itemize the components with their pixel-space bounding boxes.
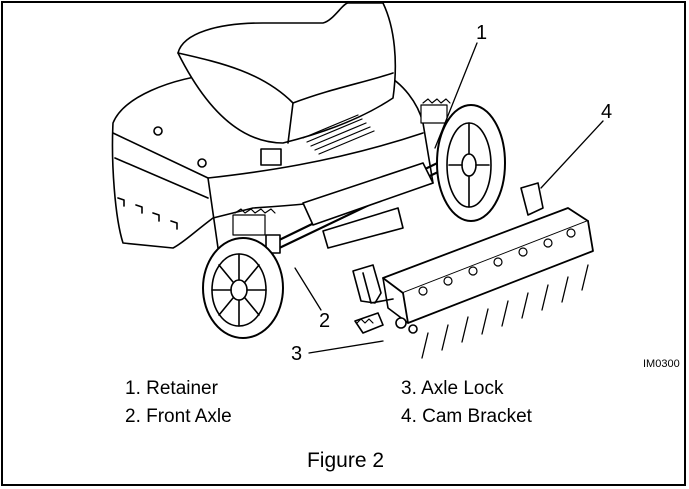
- callout-2: 2: [319, 310, 331, 332]
- callout-4: 4: [601, 101, 613, 123]
- mower-axle-illustration: [111, 3, 604, 359]
- callout-1: 1: [476, 22, 488, 44]
- axle-lock: [354, 312, 418, 334]
- legend-item-cam-bracket: 4. Cam Bracket: [401, 406, 532, 427]
- callout-3: 3: [291, 343, 303, 365]
- motor-cover: [177, 3, 397, 166]
- legend-item-retainer: 1. Retainer: [125, 378, 218, 399]
- height-adjuster: [232, 98, 451, 236]
- legend-item-axle-lock: 3. Axle Lock: [401, 378, 504, 399]
- left-wheel: [202, 237, 284, 339]
- cam-bracket: [352, 182, 544, 304]
- figure-caption: Figure 2: [306, 449, 385, 472]
- image-code: IM0300: [643, 358, 680, 370]
- tine-bar: [382, 207, 594, 359]
- right-wheel: [436, 104, 506, 222]
- legend-item-front-axle: 2. Front Axle: [125, 406, 232, 427]
- leader-lines: [294, 42, 604, 354]
